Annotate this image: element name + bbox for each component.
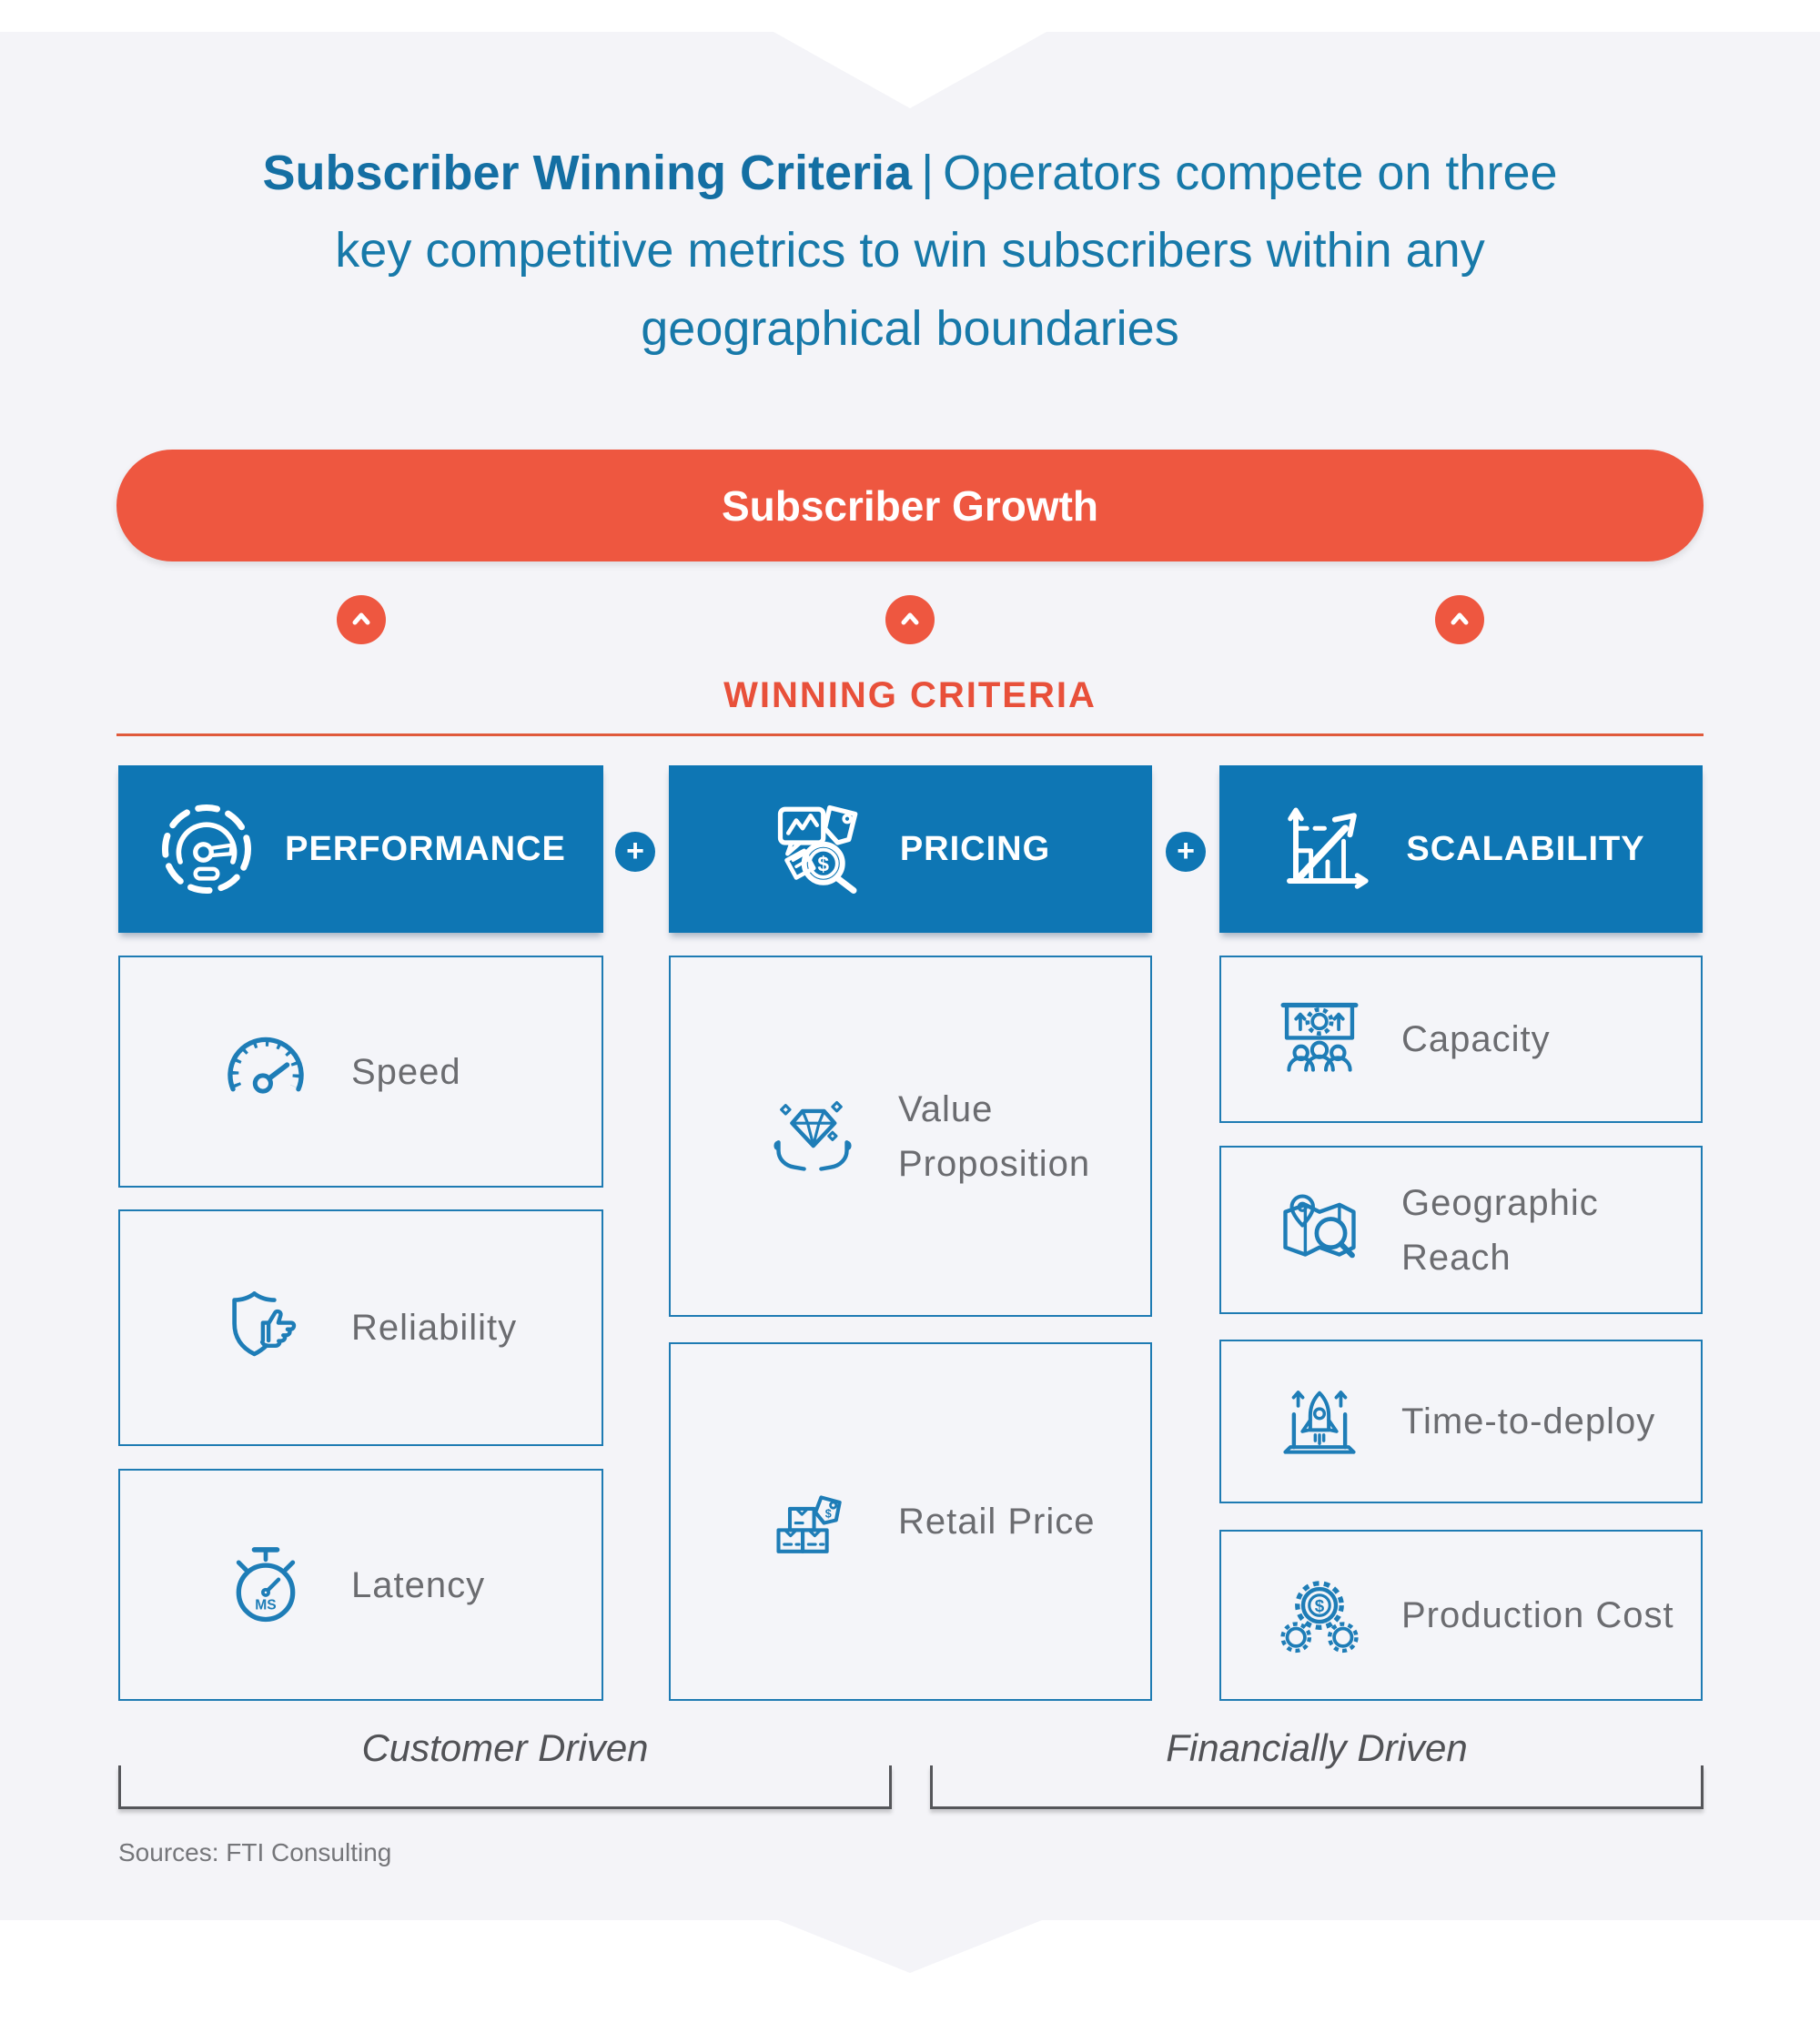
item-label: Time-to-deploy (1401, 1401, 1656, 1441)
item-production-cost: $ Production Cost (1219, 1530, 1703, 1701)
title-bold: Subscriber Winning Criteria (262, 146, 913, 200)
item-label: Reliability (351, 1308, 518, 1348)
bracket-label: Financially Driven (1166, 1726, 1468, 1769)
item-speed: Speed (118, 956, 603, 1188)
header-scalability: SCALABILITY (1219, 765, 1703, 933)
item-value-proposition: Value Proposition (669, 956, 1152, 1317)
presentation-gear-people-icon (1280, 1002, 1359, 1072)
chevron-up-icon (1435, 595, 1484, 644)
stopwatch-ms-icon: MS (236, 1546, 296, 1622)
winning-criteria-label: WINNING CRITERIA (723, 675, 1097, 715)
header-label: PRICING (899, 829, 1051, 868)
boxes-price-tag-icon: $ (776, 1495, 842, 1553)
plus-icon: + (1166, 832, 1206, 872)
hands-diamond-icon (774, 1100, 852, 1171)
subscriber-growth-banner: Subscriber Growth (116, 450, 1704, 561)
chevron-up-icon (337, 595, 386, 644)
map-pin-magnifier-icon (1283, 1193, 1356, 1258)
item-capacity: Capacity (1219, 956, 1703, 1123)
item-reliability: Reliability (118, 1209, 603, 1446)
svg-text:$: $ (817, 853, 829, 876)
item-label: Capacity (1401, 1019, 1551, 1059)
header-pricing: $ PRICING (669, 765, 1152, 933)
header-performance: PERFORMANCE (118, 765, 603, 933)
svg-text:$: $ (825, 1507, 832, 1520)
growth-chart-icon (1287, 807, 1370, 889)
banner-label: Subscriber Growth (721, 481, 1099, 530)
item-geographic-reach: Geographic Reach (1219, 1146, 1703, 1314)
speed-gauge-icon (228, 1037, 304, 1094)
item-label: Production Cost (1401, 1595, 1674, 1635)
gears-dollar-icon: $ (1280, 1581, 1359, 1654)
item-label: Retail Price (898, 1502, 1096, 1542)
chevron-up-icon (885, 595, 935, 644)
item-label: Speed (351, 1051, 461, 1092)
item-label: Geographic Reach (1401, 1182, 1599, 1278)
bracket-customer-driven: Customer Driven (118, 1726, 892, 1809)
item-label: Latency (351, 1564, 486, 1605)
orange-divider-line (116, 733, 1704, 736)
svg-text:MS: MS (255, 1597, 276, 1613)
speedometer-icon (162, 804, 252, 894)
item-time-to-deploy: Time-to-deploy (1219, 1340, 1703, 1503)
bottom-chevron-notch (778, 1920, 1042, 1973)
top-chevron-notch (774, 32, 1046, 108)
bracket-financially-driven: Financially Driven (930, 1726, 1704, 1809)
header-label: SCALABILITY (1406, 829, 1645, 868)
header-label: PERFORMANCE (285, 829, 566, 868)
item-retail-price: $ Retail Price (669, 1342, 1152, 1701)
svg-text:$: $ (1315, 1596, 1325, 1615)
bracket-label: Customer Driven (361, 1726, 649, 1769)
plus-icon: + (615, 832, 655, 872)
title-subtitle: Operators compete on three key competiti… (335, 146, 1558, 356)
shield-thumbs-up-icon (232, 1291, 297, 1357)
page-title: Subscriber Winning Criteria|Operators co… (218, 135, 1602, 368)
item-latency: MS Latency (118, 1469, 603, 1701)
pricing-analysis-icon: $ (777, 804, 858, 894)
title-separator: | (921, 146, 935, 200)
rocket-laptop-icon (1283, 1391, 1356, 1454)
item-label: Value Proposition (898, 1088, 1091, 1184)
sources-note: Sources: FTI Consulting (118, 1838, 392, 1866)
